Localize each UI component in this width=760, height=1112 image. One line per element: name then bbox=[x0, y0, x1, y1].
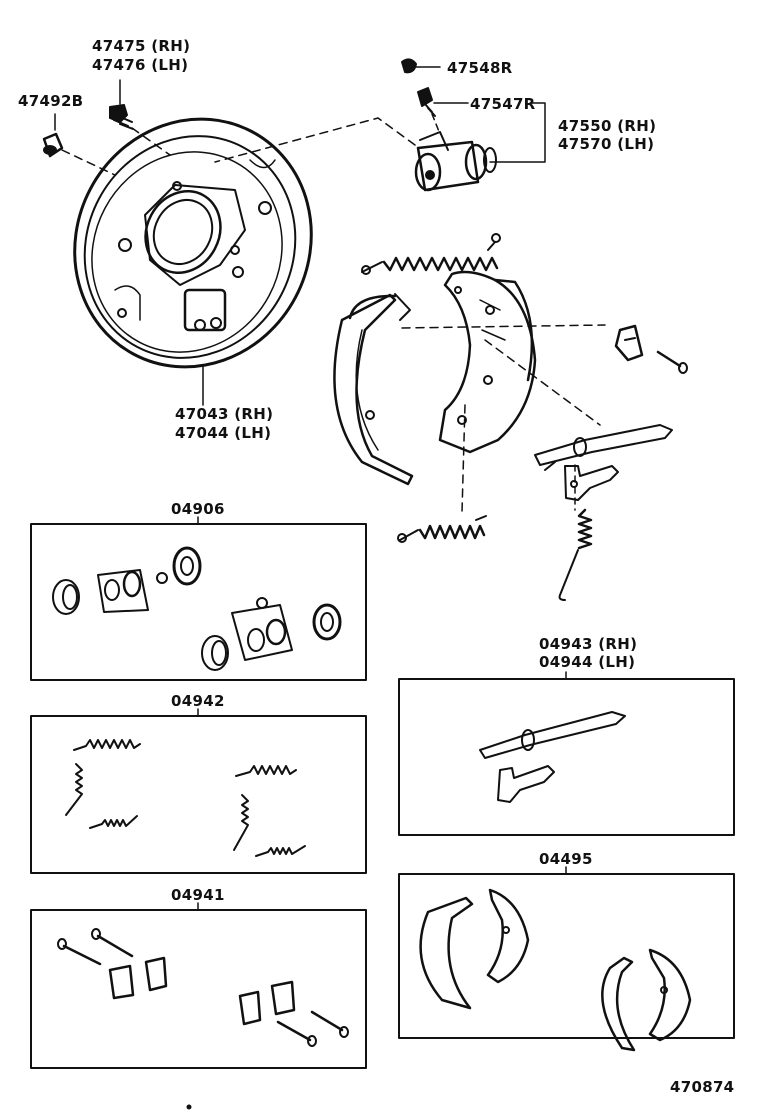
lower-return-spring bbox=[397, 515, 487, 543]
upper-return-spring bbox=[361, 233, 501, 275]
stray-dot bbox=[186, 1104, 192, 1110]
adjuster-lever bbox=[564, 465, 619, 501]
label-47547R: 47547R bbox=[470, 95, 536, 113]
bolt-47475 bbox=[109, 104, 134, 130]
adjusting-spring bbox=[558, 508, 593, 601]
label-04944: 04944 (LH) bbox=[539, 653, 636, 671]
brake-shoe-kit-parts bbox=[419, 888, 692, 1052]
spring-kit-parts bbox=[65, 739, 306, 857]
label-47550: 47550 (RH) bbox=[558, 117, 657, 135]
bleeder-cap-47548R bbox=[401, 58, 417, 74]
label-47475: 47475 (RH) bbox=[92, 37, 191, 55]
label-47043: 47043 (RH) bbox=[175, 405, 274, 423]
adjuster-strut bbox=[534, 424, 673, 471]
hold-down-pin bbox=[656, 350, 688, 374]
hold-down-kit-parts bbox=[57, 928, 349, 1047]
wheel-cylinder bbox=[414, 131, 497, 192]
figure-number: 470874 bbox=[670, 1078, 735, 1096]
bleeder-screw-47547R bbox=[417, 87, 436, 117]
hold-down-clip bbox=[614, 324, 644, 362]
adjuster-kit-parts bbox=[479, 711, 626, 803]
label-47570: 47570 (LH) bbox=[558, 135, 655, 153]
kit-box-04906 bbox=[30, 523, 367, 681]
label-47548R: 47548R bbox=[447, 59, 513, 77]
backing-plate bbox=[73, 117, 313, 369]
label-04942: 04942 bbox=[171, 692, 225, 710]
label-47044: 47044 (LH) bbox=[175, 424, 272, 442]
label-04943: 04943 (RH) bbox=[539, 635, 638, 653]
kit-box-04943 bbox=[398, 678, 735, 836]
label-04906: 04906 bbox=[171, 500, 225, 518]
label-47492B: 47492B bbox=[18, 92, 84, 110]
plug-47492B bbox=[42, 132, 64, 158]
label-04495: 04495 bbox=[539, 850, 593, 868]
brake-shoe-left bbox=[333, 293, 414, 486]
brake-shoe-right bbox=[438, 270, 537, 454]
label-47476: 47476 (LH) bbox=[92, 56, 189, 74]
label-04941: 04941 bbox=[171, 886, 225, 904]
cylinder-kit-parts bbox=[52, 546, 342, 671]
